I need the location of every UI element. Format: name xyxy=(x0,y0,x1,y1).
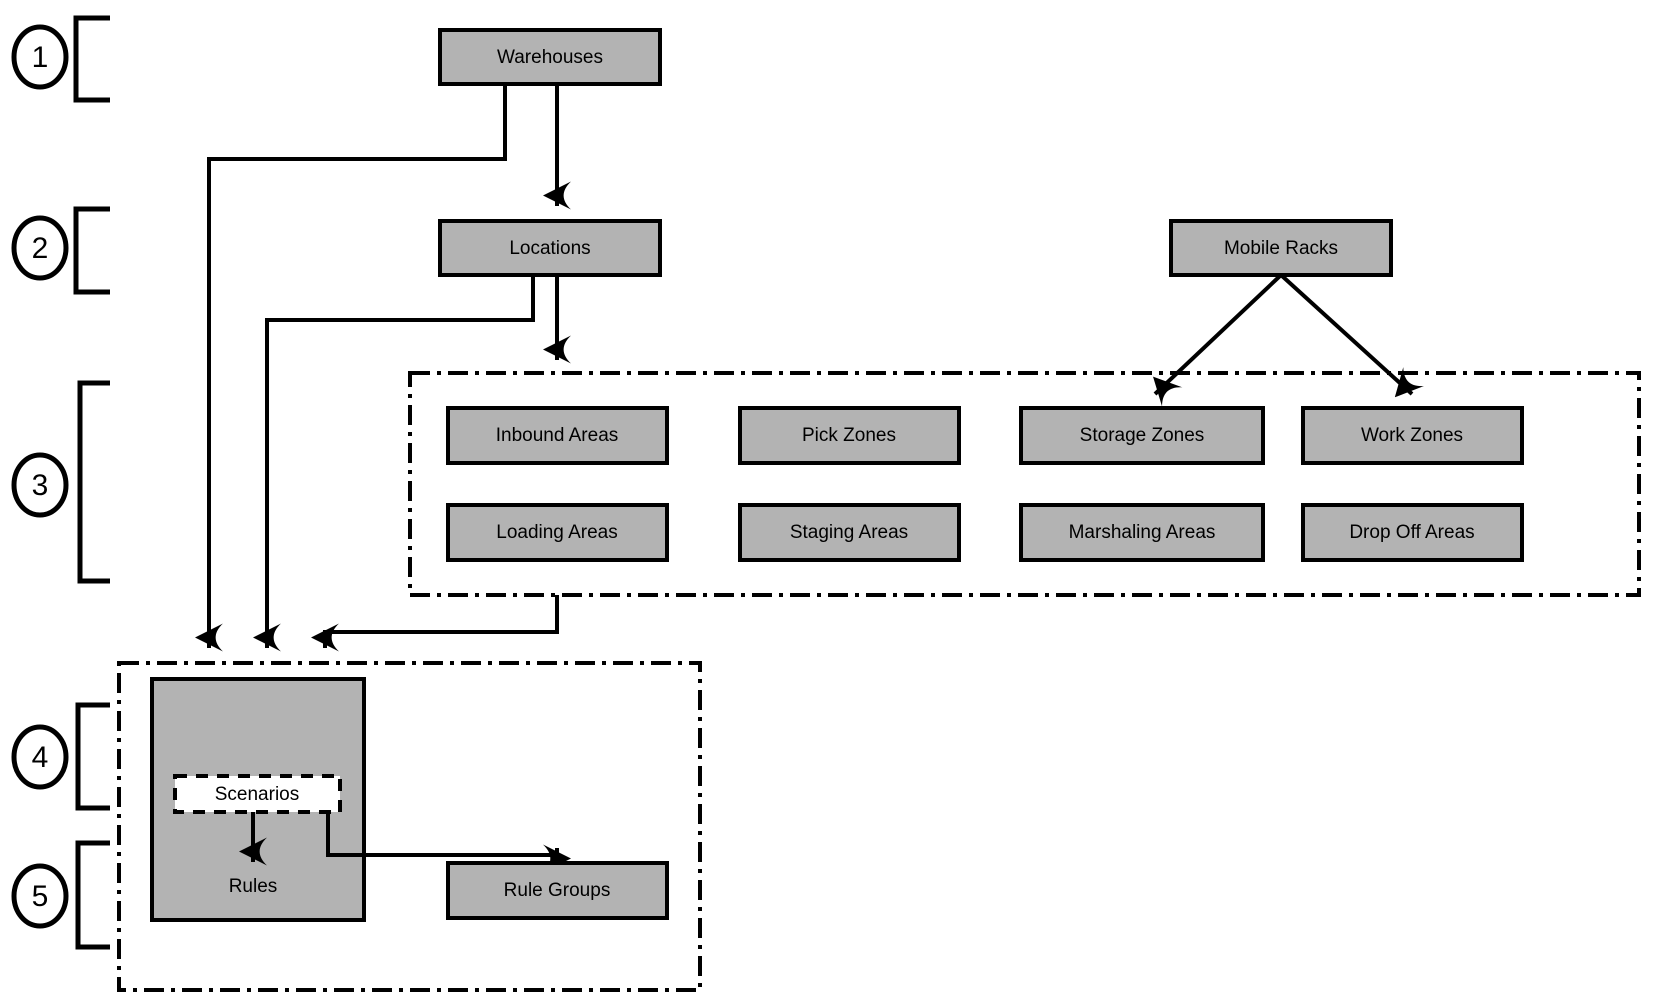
level-marker-number: 2 xyxy=(32,232,49,265)
node-loading-areas-label: Loading Areas xyxy=(496,522,618,543)
node-loading-areas[interactable]: Loading Areas xyxy=(446,503,669,562)
node-locations[interactable]: Locations xyxy=(438,219,662,277)
node-drop-off-areas-label: Drop Off Areas xyxy=(1349,522,1474,543)
level-marker-number: 3 xyxy=(32,469,49,502)
node-scenarios-box[interactable] xyxy=(173,774,342,814)
node-rule-groups[interactable]: Rule Groups xyxy=(446,861,669,920)
node-marshaling-areas-box[interactable] xyxy=(1019,503,1265,562)
level-marker-circle xyxy=(11,215,69,281)
node-staging-areas-label: Staging Areas xyxy=(790,522,908,543)
level-bracket xyxy=(75,702,110,811)
node-inbound-areas-box[interactable] xyxy=(446,406,669,465)
node-work-zones[interactable]: Work Zones xyxy=(1301,406,1524,465)
level-marker-3: 3 xyxy=(11,380,110,584)
node-warehouses[interactable]: Warehouses xyxy=(438,28,662,86)
node-storage-zones-label: Storage Zones xyxy=(1080,425,1205,446)
level-marker-circle xyxy=(11,24,69,90)
level-marker-number: 5 xyxy=(32,880,49,913)
level-bracket xyxy=(77,380,110,584)
node-mobile-racks-label: Mobile Racks xyxy=(1224,238,1338,259)
node-staging-areas[interactable]: Staging Areas xyxy=(738,503,961,562)
rules-group-container xyxy=(117,661,702,992)
node-staging-areas-box[interactable] xyxy=(738,503,961,562)
node-scenarios[interactable]: Scenarios xyxy=(173,774,342,814)
level-marker-circle xyxy=(11,863,69,929)
node-work-zones-label: Work Zones xyxy=(1361,425,1463,446)
level-bracket xyxy=(75,840,110,950)
node-warehouses-box[interactable] xyxy=(438,28,662,86)
level-marker-circle xyxy=(11,452,69,518)
node-pick-zones[interactable]: Pick Zones xyxy=(738,406,961,465)
level-marker-number: 4 xyxy=(32,741,49,774)
node-rules-label: Rules xyxy=(229,876,278,897)
node-pick-zones-box[interactable] xyxy=(738,406,961,465)
level-bracket xyxy=(73,206,110,295)
node-mobile-racks[interactable]: Mobile Racks xyxy=(1169,219,1393,277)
node-rule-groups-label: Rule Groups xyxy=(504,880,611,901)
node-marshaling-areas[interactable]: Marshaling Areas xyxy=(1019,503,1265,562)
level-marker-2: 2 xyxy=(11,206,110,295)
node-scenarios-label: Scenarios xyxy=(215,784,300,805)
node-marshaling-areas-label: Marshaling Areas xyxy=(1069,522,1216,543)
level-bracket xyxy=(73,15,110,103)
level-marker-5: 5 xyxy=(11,840,110,950)
level-marker-circle xyxy=(11,724,69,790)
node-warehouses-label: Warehouses xyxy=(497,47,603,68)
node-loading-areas-box[interactable] xyxy=(446,503,669,562)
level-marker-4: 4 xyxy=(11,702,110,811)
node-pick-zones-label: Pick Zones xyxy=(802,425,896,446)
node-work-zones-box[interactable] xyxy=(1301,406,1524,465)
connector-zones-to-rules xyxy=(311,595,559,652)
node-storage-zones[interactable]: Storage Zones xyxy=(1019,406,1265,465)
node-locations-box[interactable] xyxy=(438,219,662,277)
level-marker-number: 1 xyxy=(32,41,49,74)
node-storage-zones-box[interactable] xyxy=(1019,406,1265,465)
connector-mobile-racks-to-storage-zones xyxy=(1153,273,1283,407)
node-locations-label: Locations xyxy=(509,238,590,259)
level-marker-1: 1 xyxy=(11,15,110,103)
node-mobile-racks-box[interactable] xyxy=(1169,219,1393,277)
connector-warehouses-to-rules xyxy=(195,84,507,652)
node-drop-off-areas[interactable]: Drop Off Areas xyxy=(1301,503,1524,562)
node-inbound-areas-label: Inbound Areas xyxy=(496,425,619,446)
node-drop-off-areas-box[interactable] xyxy=(1301,503,1524,562)
connector-locations-to-rules xyxy=(253,275,535,652)
node-rule-groups-box[interactable] xyxy=(446,861,669,920)
node-inbound-areas[interactable]: Inbound Areas xyxy=(446,406,669,465)
connector-mobile-racks-to-work-zones xyxy=(1279,273,1425,398)
connector-scenarios-to-rule-groups xyxy=(326,812,571,873)
zones-group-container xyxy=(408,371,1641,597)
